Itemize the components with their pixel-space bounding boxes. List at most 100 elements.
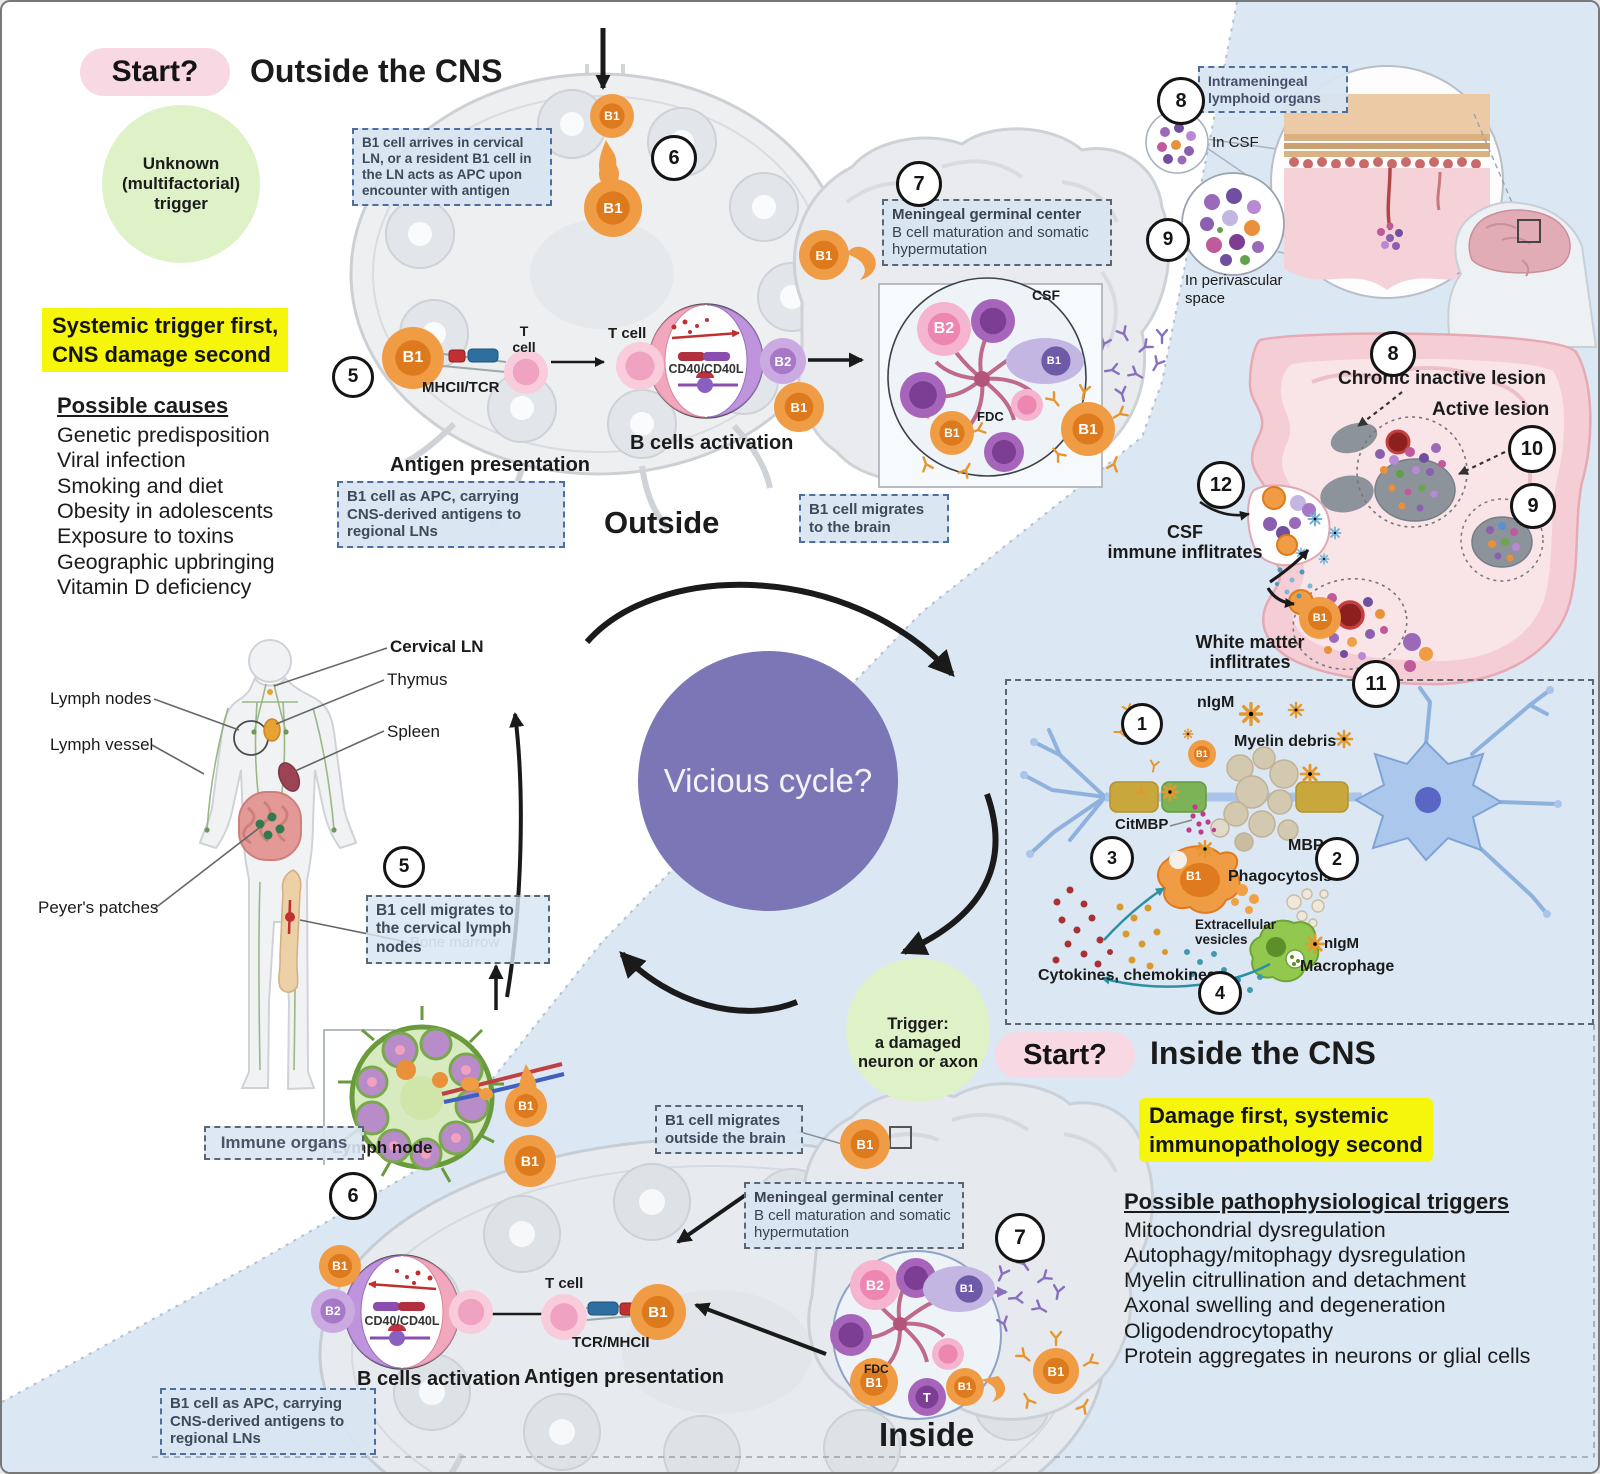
wm-inf-line1: White matter	[1195, 632, 1305, 652]
t-cell	[504, 350, 548, 394]
b1-teardrop-bottom	[980, 1376, 1006, 1402]
thymus-label: Thymus	[387, 670, 448, 689]
trigger2-line3: neuron or axon	[857, 1052, 979, 1071]
germinal-sub-top: B cell maturation and somatic hypermutat…	[892, 223, 1089, 259]
box-migrate-outside: B1 cell migrates outside the brain	[655, 1105, 803, 1155]
in-csf-label: In CSF	[1212, 134, 1259, 151]
outside-cycle-label: Outside	[604, 505, 720, 540]
myelin-debris-blobs	[1210, 746, 1299, 852]
trigger-line3: trigger	[154, 194, 208, 213]
plasma-cell: B1	[1006, 338, 1084, 384]
antigen-presentation-top: Antigen presentation	[390, 454, 591, 476]
unknown-trigger-circle: Unknown (multifactorial) trigger	[102, 105, 260, 263]
peyers-patches-label: Peyer's patches	[38, 898, 159, 917]
csf-pocket-cells	[1262, 486, 1316, 556]
trigger-item: Protein aggregates in neurons or glial c…	[1124, 1343, 1531, 1368]
b1-cell: B1	[590, 94, 634, 138]
box-immune-organs: Immune organs	[204, 1126, 364, 1161]
step-5-antigen: 5	[332, 356, 374, 398]
possible-causes-title: Possible causes	[57, 393, 229, 418]
step-12-csf: 12	[1197, 461, 1245, 509]
trigger-item: Mitochondrial dysregulation	[1124, 1218, 1386, 1242]
b1-cell: B1	[630, 1284, 686, 1340]
step-9-perivascular: 9	[1146, 218, 1190, 262]
lesion-brain-illustration	[1199, 332, 1592, 686]
neuron-illustration	[1020, 686, 1562, 997]
step-7-bottom: 7	[995, 1213, 1045, 1263]
cause-item: Exposure to toxins	[57, 524, 234, 549]
b1-cell: B1	[774, 382, 824, 432]
start-badge-inside: Start?	[995, 1032, 1135, 1078]
step-8-meninges: 8	[1157, 77, 1205, 125]
csf-cluster-circle	[1145, 110, 1209, 174]
b1-cell: B1	[799, 230, 849, 280]
outside-hypothesis: Systemic trigger first, CNS damage secon…	[42, 308, 289, 373]
step-8-lesion: 8	[1370, 331, 1416, 377]
b2-cell: B2	[760, 338, 806, 384]
step-9-lesion: 9	[1510, 483, 1556, 529]
step-4-neuron: 4	[1198, 971, 1242, 1015]
lesion-teal-specks	[1275, 567, 1313, 599]
spleen-organ	[277, 762, 301, 792]
outside-cns-title: Outside the CNS	[250, 53, 503, 89]
immune-organs-leader-line	[323, 1029, 395, 1165]
tcr-mhcii-label: TCR/MHCII	[572, 1334, 650, 1351]
trigger2-line2: a damaged	[874, 1033, 962, 1052]
neuron-panel-frame	[1005, 679, 1594, 1025]
step-3-neuron: 3	[1090, 836, 1134, 880]
chronic-lesion-label: Chronic inactive lesion	[1338, 368, 1546, 389]
wm-inf-line2: inflitrates	[1209, 652, 1291, 673]
box-germinal-bottom: Meningeal germinal center B cell maturat…	[744, 1182, 964, 1250]
b1-cell: B1	[1299, 597, 1341, 639]
b-cell-pink	[932, 1338, 964, 1370]
body-label-leader-lines	[151, 647, 408, 943]
perivascular-lesion-cluster	[1460, 498, 1544, 582]
flow-arrows	[551, 28, 864, 368]
csf-inf-line2: immune inflitrates	[1107, 542, 1263, 563]
trigger2-line1: Trigger:	[887, 1014, 949, 1033]
b1-cell: B1	[504, 1135, 556, 1187]
b1-cell: B1	[840, 1119, 890, 1169]
lymph-nodes-label: Lymph nodes	[50, 689, 152, 708]
lymph-node-color-illustration	[338, 1006, 565, 1183]
hypothesis-line2: CNS damage second	[52, 342, 271, 368]
step-6-top: 6	[651, 135, 697, 181]
step-7-top: 7	[896, 161, 942, 207]
cause-item: Genetic predisposition	[57, 423, 270, 447]
b1-phagocyte-label: B1	[1186, 869, 1202, 883]
thymus-organ	[263, 718, 281, 742]
b-cell-purple	[830, 1314, 872, 1356]
csf-inf-line1: CSF	[1167, 522, 1203, 542]
trigger-line2: (multifactorial)	[121, 174, 241, 193]
trigger-line1: Unknown	[142, 154, 220, 173]
meninges-inset-illustration	[1206, 65, 1523, 299]
cd40-label-bottom: CD40/CD40L	[364, 1314, 440, 1328]
b2-cell: B2	[850, 1260, 900, 1310]
inside-hyp-line1: Damage first, systemic	[1149, 1103, 1389, 1128]
step-1-neuron: 1	[1121, 703, 1163, 745]
trigger-item: Axonal swelling and degeneration	[1124, 1293, 1446, 1318]
t-cell-purple: T	[908, 1378, 946, 1416]
t-cell-label: T cell	[608, 325, 647, 342]
perivascular-aggregate-dots	[1377, 222, 1403, 250]
t-label-line1: T	[519, 323, 529, 339]
mhcii-tcr-label: MHCII/TCR	[422, 379, 500, 396]
step-11-wm: 11	[1352, 660, 1400, 708]
step-5-body: 5	[383, 846, 425, 888]
cause-item: Geographic upbringing	[57, 549, 275, 574]
inside-cns-title: Inside the CNS	[1150, 1035, 1376, 1071]
step-2-neuron: 2	[1315, 837, 1359, 881]
trigger-circle-inside: Trigger: a damaged neuron or axon	[846, 958, 990, 1102]
box-apc-bottom: B1 cell as APC, carrying CNS-derived ant…	[160, 1388, 376, 1456]
b-cells-activation-top: B cells activation	[630, 432, 794, 454]
spleen-label: Spleen	[387, 722, 440, 741]
nigm-label: nIgM	[1197, 694, 1235, 711]
lymph-vessel-label: Lymph vessel	[50, 735, 154, 754]
vicious-cycle-text: Vicious cycle?	[663, 762, 873, 799]
vicious-cycle-circle: Vicious cycle?	[638, 651, 898, 911]
b1-cell: B1	[505, 1085, 547, 1127]
nigm-label-2: nIgM	[1324, 935, 1359, 952]
